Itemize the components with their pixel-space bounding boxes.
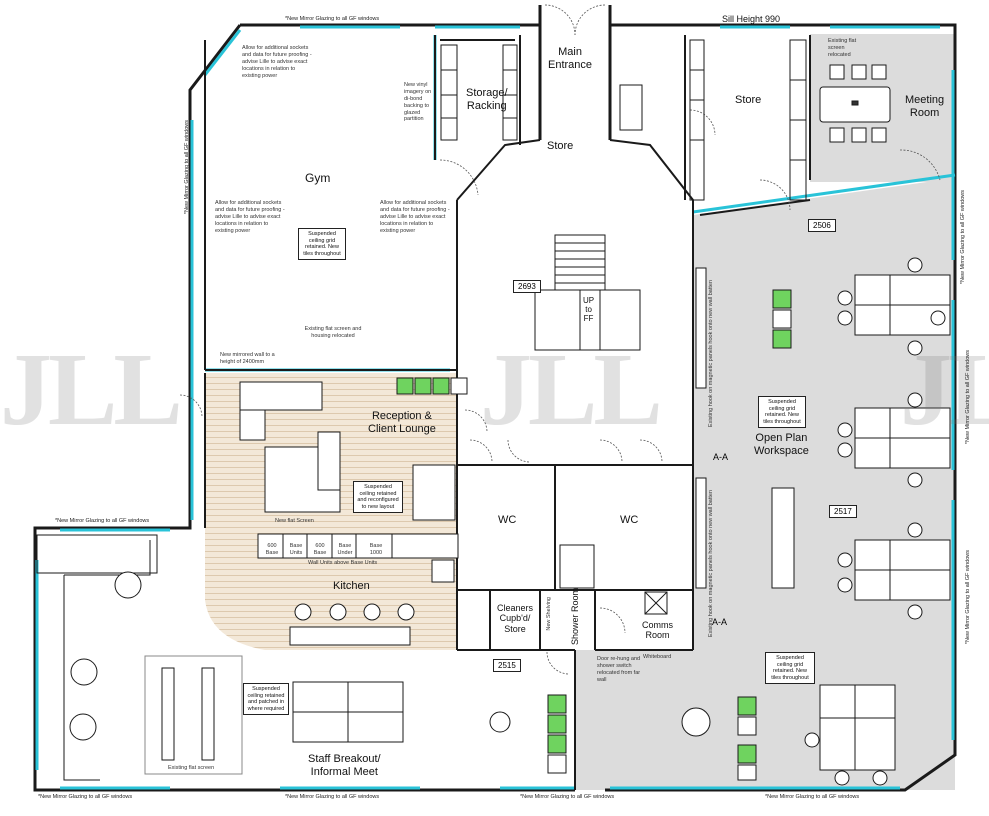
sill-height: Sill Height 990 xyxy=(722,14,781,24)
hooks-note-2: Existing hook on magnetic panels hook on… xyxy=(708,490,714,638)
watermark-jll-right: JLL xyxy=(900,332,989,447)
gym-note-1: Allow for additional sockets and data fo… xyxy=(242,45,312,79)
kitchen-unit-5: Base 1000 xyxy=(369,543,383,556)
lounge-furniture xyxy=(239,381,456,521)
door-swings xyxy=(179,4,941,675)
meeting-screen-note: Existing flat screen relocated xyxy=(828,38,857,58)
room-reception: Reception & Client Lounge xyxy=(368,410,436,435)
whiteboard-label: Whiteboard xyxy=(643,654,672,660)
room-storage: Storage/ Racking xyxy=(466,87,508,112)
glazing-note-right-2: *New Mirror Glazing to all GF windows xyxy=(965,350,971,445)
internal-walls xyxy=(204,35,811,790)
mirror-note: New mirrored wall to a height of 2400mm xyxy=(220,352,275,365)
comms-room-box xyxy=(559,544,668,615)
kitchen-units xyxy=(257,533,459,646)
kitchen-unit-1: 600 Base xyxy=(265,543,279,556)
room-main-entrance: Main Entrance xyxy=(548,46,593,71)
glazing-note-bottom-2: *New Mirror Glazing to all GF windows xyxy=(285,794,380,800)
glazing-note-bottom-3: *New Mirror Glazing to all GF windows xyxy=(520,794,615,800)
dimension-2506: 2506 xyxy=(808,219,836,232)
wall-units-note: Wall Units above Base Units xyxy=(308,560,378,566)
section-marker-bottom: A-A xyxy=(712,617,728,627)
staff-screen-note: Existing flat screen xyxy=(168,765,215,771)
room-kitchen: Kitchen xyxy=(333,580,370,592)
glazing-note-bottom-1: *New Mirror Glazing to all GF windows xyxy=(38,794,133,800)
gym-note-3: Allow for additional sockets and data fo… xyxy=(380,200,450,234)
dimension-2517: 2517 xyxy=(829,505,857,518)
watermark-jll-left: JLL xyxy=(0,332,183,447)
planters xyxy=(396,289,792,781)
breakout-furniture xyxy=(36,534,711,781)
new-shelving-note: New Shelving xyxy=(546,597,552,631)
glazing-note-right-1: *New Mirror Glazing to all GF windows xyxy=(960,190,966,285)
stair-label: UP to FF xyxy=(583,296,595,324)
kitchen-unit-3: 600 Base xyxy=(313,543,327,556)
room-comms: Comms Room xyxy=(642,620,673,641)
gym-ceiling-note: Suspended ceiling grid retained. New til… xyxy=(298,228,346,261)
bottom-right-ceiling-note: Suspended ceiling grid retained. New til… xyxy=(765,652,815,685)
glazing-note-right-3: *New Mirror Glazing to all GF windows xyxy=(965,550,971,645)
room-store-center: Store xyxy=(547,140,574,152)
kitchen-unit-2: Base Units xyxy=(289,543,303,556)
kitchen-unit-4: Base Under xyxy=(337,543,353,556)
vinyl-note: New vinyl imagery on di-bond backing to … xyxy=(404,82,432,123)
room-shower: Shower Room xyxy=(570,588,580,646)
glazing-note-bottom-4: *New Mirror Glazing to all GF windows xyxy=(765,794,860,800)
desk-clusters xyxy=(771,257,951,786)
kitchen-flat-screen: New flat Screen xyxy=(275,518,314,524)
gym-note-2: Allow for additional sockets and data fo… xyxy=(215,200,285,234)
watermark-jll-center: JLL xyxy=(480,332,663,447)
dimension-2693: 2693 xyxy=(513,280,541,293)
racking xyxy=(440,39,807,201)
section-marker-top: A-A xyxy=(713,452,729,462)
room-wc-right: WC xyxy=(620,514,639,526)
staircase xyxy=(534,234,641,351)
glazing-note-top: *New Mirror Glazing to all GF windows xyxy=(285,16,380,22)
dimension-2515: 2515 xyxy=(493,659,521,672)
room-open-plan: Open Plan Workspace xyxy=(754,432,809,457)
door-note: Door re-hung and shower switch relocated… xyxy=(597,656,641,683)
hooks-note-1: Existing hook on magnetic panels hook on… xyxy=(708,280,714,428)
glazing-note-left: *New Mirror Glazing to all GF windows xyxy=(184,120,190,215)
gym-screen-note: Existing flat screen and housing relocat… xyxy=(304,326,362,339)
magnetic-panels xyxy=(695,267,707,589)
room-cleaners: Cleaners Cupb'd/ Store xyxy=(497,603,534,634)
open-plan-ceiling-note: Suspended ceiling grid retained. New til… xyxy=(758,396,806,429)
room-staff-breakout: Staff Breakout/ Informal Meet xyxy=(308,753,381,778)
reception-ceiling-note: Suspended ceiling retained and reconfigu… xyxy=(353,481,403,514)
room-gym: Gym xyxy=(305,171,331,185)
meeting-table xyxy=(819,64,891,143)
outer-walls xyxy=(33,5,957,792)
glazing-note-kitchen: *New Mirror Glazing to all GF windows xyxy=(55,518,150,524)
room-wc-left: WC xyxy=(498,514,517,526)
room-meeting: Meeting Room xyxy=(905,94,945,119)
room-store-right: Store xyxy=(735,94,762,106)
staff-ceiling-note: Suspended ceiling retained and patched i… xyxy=(243,683,289,716)
